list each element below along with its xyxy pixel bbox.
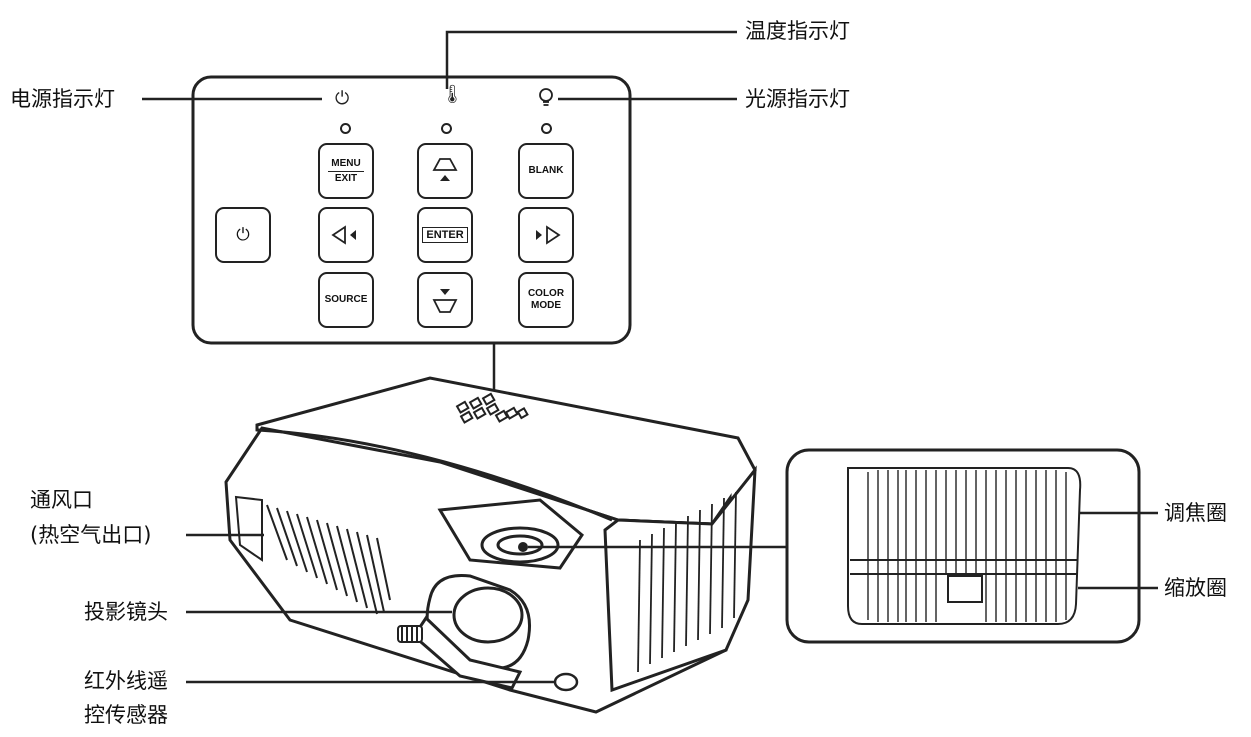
power-indicator-label: 电源指示灯 — [10, 87, 115, 111]
power-button[interactable]: ⏻ — [215, 207, 271, 263]
zoom-ring-label: 缩放圈 — [1164, 576, 1227, 600]
menu-divider — [328, 170, 364, 172]
lens-label: 投影镜头 — [84, 600, 168, 624]
projector-top-buttons — [455, 392, 529, 424]
source-button[interactable]: SOURCE — [318, 272, 374, 328]
source-label: SOURCE — [324, 294, 368, 305]
keystone-up-button[interactable] — [417, 143, 473, 199]
keystone-up-icon — [432, 158, 458, 181]
menu-exit-button[interactable]: MENU EXIT — [318, 143, 374, 199]
color-label: COLOR — [527, 288, 565, 299]
keystone-down-icon — [432, 289, 458, 313]
thermometer-icon: 🌡 — [441, 84, 464, 105]
ir-sensor-window — [553, 672, 579, 692]
lamp-indicator-label: 光源指示灯 — [745, 87, 850, 111]
right-arrow-icon — [536, 225, 561, 245]
left-button[interactable] — [318, 207, 374, 263]
projector-body — [224, 376, 757, 714]
power-icon: ⏻ — [335, 88, 350, 109]
focus-ring-label: 调焦圈 — [1164, 501, 1227, 525]
lightbulb-icon — [537, 87, 555, 114]
lens-detail-ridges — [867, 470, 1067, 622]
vent-label-line1: 通风口 — [30, 488, 93, 512]
vent-grille — [234, 495, 391, 615]
mode-label: MODE — [531, 300, 561, 311]
ir-label-line1: 红外线遥 — [84, 669, 168, 693]
adjuster-foot — [397, 625, 423, 643]
left-arrow-icon — [331, 225, 356, 245]
right-button[interactable] — [518, 207, 574, 263]
vent-label-line2: (热空气出口) — [30, 523, 152, 547]
enter-label: ENTER — [422, 227, 468, 243]
menu-label: MENU — [331, 157, 361, 169]
enter-button[interactable]: ENTER — [417, 207, 473, 263]
temp-indicator-label: 温度指示灯 — [745, 19, 850, 43]
side-vent — [637, 491, 737, 673]
exit-label: EXIT — [334, 172, 358, 184]
lamp-led — [541, 123, 552, 134]
temp-indicator-leader — [445, 30, 737, 89]
ir-label-line2: 控传感器 — [84, 703, 168, 727]
temp-led — [441, 123, 452, 134]
color-mode-button[interactable]: COLOR MODE — [518, 272, 574, 328]
blank-button[interactable]: BLANK — [518, 143, 574, 199]
lens-leader-dot — [518, 542, 528, 552]
power-led — [340, 123, 351, 134]
projection-lens — [412, 573, 531, 690]
keystone-down-button[interactable] — [417, 272, 473, 328]
power-button-icon: ⏻ — [236, 225, 250, 245]
blank-label: BLANK — [528, 165, 564, 176]
